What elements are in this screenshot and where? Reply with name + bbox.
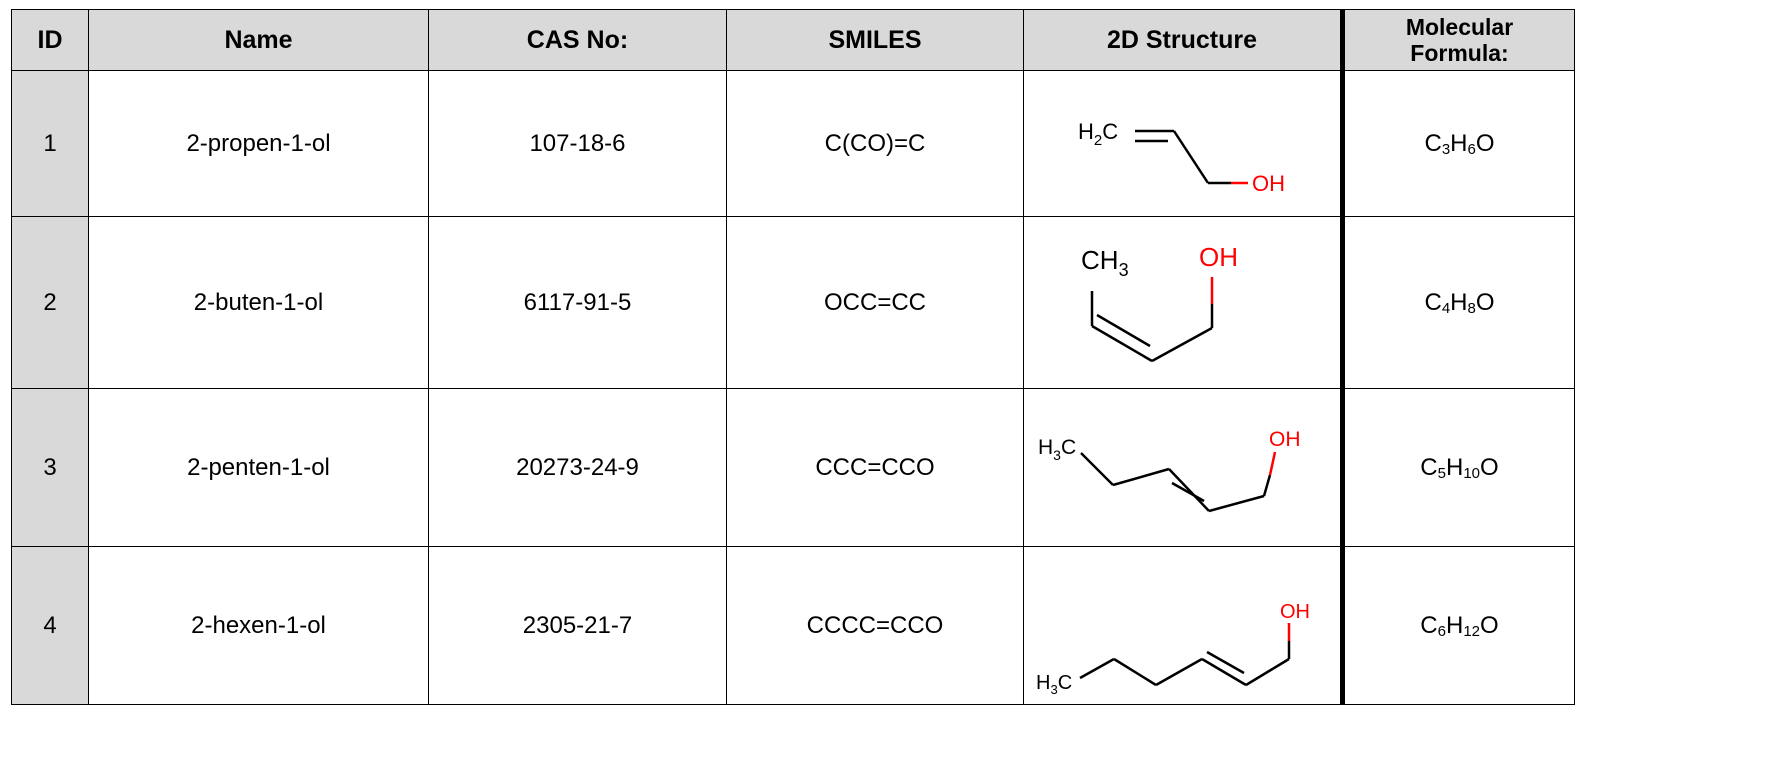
cell-name: 2-propen-1-ol bbox=[88, 70, 429, 217]
formula-element: H bbox=[1450, 288, 1468, 316]
formula-subscript: 6 bbox=[1437, 622, 1446, 640]
formula-element: C bbox=[1424, 288, 1442, 316]
formula-subscript: 5 bbox=[1437, 464, 1446, 482]
formula-element: H bbox=[1450, 129, 1468, 157]
header-cas: CAS No: bbox=[428, 9, 727, 71]
formula-subscript: 6 bbox=[1467, 140, 1476, 158]
structure-propenol: H2C OH bbox=[1078, 119, 1285, 196]
formula-element: H bbox=[1445, 611, 1464, 639]
formula-element: O bbox=[1475, 129, 1495, 157]
cell-id: 4 bbox=[11, 546, 89, 705]
formula-subscript: 3 bbox=[1441, 140, 1451, 158]
formula-subscript: 8 bbox=[1467, 299, 1476, 317]
formula-text: C5H10O bbox=[1420, 453, 1499, 482]
cell-cas: 20273-24-9 bbox=[428, 388, 727, 547]
cell-structure: CH3 OH bbox=[1023, 216, 1343, 389]
formula-element: O bbox=[1480, 453, 1499, 481]
formula-element: O bbox=[1480, 611, 1499, 639]
compound-table: ID Name CAS No: SMILES 2D Structure Mole… bbox=[11, 9, 1575, 705]
cell-formula: C4H8O bbox=[1340, 216, 1575, 389]
cell-id: 1 bbox=[11, 70, 89, 217]
label-ch3: H3C bbox=[1038, 436, 1076, 463]
formula-subscript: 4 bbox=[1441, 299, 1451, 317]
label-oh: OH bbox=[1269, 428, 1301, 451]
cell-structure: H3C OH bbox=[1023, 546, 1343, 705]
formula-text: C6H12O bbox=[1420, 611, 1499, 640]
cell-formula: C3H6O bbox=[1340, 70, 1575, 217]
table-row: 3 2-penten-1-ol 20273-24-9 CCC=CCO H3C O… bbox=[11, 388, 1575, 547]
formula-element: H bbox=[1445, 453, 1464, 481]
label-ch3: H3C bbox=[1036, 672, 1072, 697]
formula-subscript: 10 bbox=[1463, 464, 1481, 482]
header-structure: 2D Structure bbox=[1023, 9, 1343, 71]
header-formula: Molecular Formula: bbox=[1340, 9, 1575, 71]
cell-name: 2-buten-1-ol bbox=[88, 216, 429, 389]
label-oh: OH bbox=[1252, 171, 1285, 196]
label-ch2: H2C bbox=[1078, 119, 1118, 149]
cell-name: 2-penten-1-ol bbox=[88, 388, 429, 547]
header-name: Name bbox=[88, 9, 429, 71]
formula-subscript: 12 bbox=[1463, 622, 1481, 640]
cell-smiles: CCC=CCO bbox=[726, 388, 1024, 547]
cell-smiles: C(CO)=C bbox=[726, 70, 1024, 217]
formula-element: C bbox=[1420, 611, 1438, 639]
formula-element: O bbox=[1475, 288, 1495, 316]
cell-formula: C6H12O bbox=[1340, 546, 1575, 705]
structure-hexenol: H3C OH bbox=[1036, 601, 1310, 697]
header-smiles: SMILES bbox=[726, 9, 1024, 71]
cell-smiles: OCC=CC bbox=[726, 216, 1024, 389]
cell-structure: H2C OH bbox=[1023, 70, 1343, 217]
label-oh: OH bbox=[1280, 601, 1310, 623]
header-formula-line1: Molecular bbox=[1405, 14, 1514, 40]
formula-text: C3H6O bbox=[1424, 129, 1495, 158]
header-id: ID bbox=[11, 9, 89, 71]
label-ch3: CH3 bbox=[1081, 245, 1129, 280]
formula-element: C bbox=[1424, 129, 1442, 157]
header-formula-line2: Formula: bbox=[1410, 40, 1509, 66]
formula-element: C bbox=[1420, 453, 1438, 481]
cell-name: 2-hexen-1-ol bbox=[88, 546, 429, 705]
structure-pentenol: H3C OH bbox=[1038, 428, 1301, 513]
cell-cas: 6117-91-5 bbox=[428, 216, 727, 389]
structure-butenol: CH3 OH bbox=[1081, 242, 1238, 363]
cell-id: 3 bbox=[11, 388, 89, 547]
cell-cas: 2305-21-7 bbox=[428, 546, 727, 705]
table-row: 1 2-propen-1-ol 107-18-6 C(CO)=C H2C OH … bbox=[11, 70, 1575, 217]
cell-cas: 107-18-6 bbox=[428, 70, 727, 217]
cell-smiles: CCCC=CCO bbox=[726, 546, 1024, 705]
cell-structure: H3C OH bbox=[1023, 388, 1343, 547]
table-row: 4 2-hexen-1-ol 2305-21-7 CCCC=CCO H3C OH bbox=[11, 546, 1575, 705]
cell-id: 2 bbox=[11, 216, 89, 389]
header-row: ID Name CAS No: SMILES 2D Structure Mole… bbox=[11, 9, 1575, 71]
cell-formula: C5H10O bbox=[1340, 388, 1575, 547]
formula-text: C4H8O bbox=[1424, 288, 1495, 317]
table-row: 2 2-buten-1-ol 6117-91-5 OCC=CC CH3 OH C… bbox=[11, 216, 1575, 389]
label-oh: OH bbox=[1199, 242, 1238, 272]
